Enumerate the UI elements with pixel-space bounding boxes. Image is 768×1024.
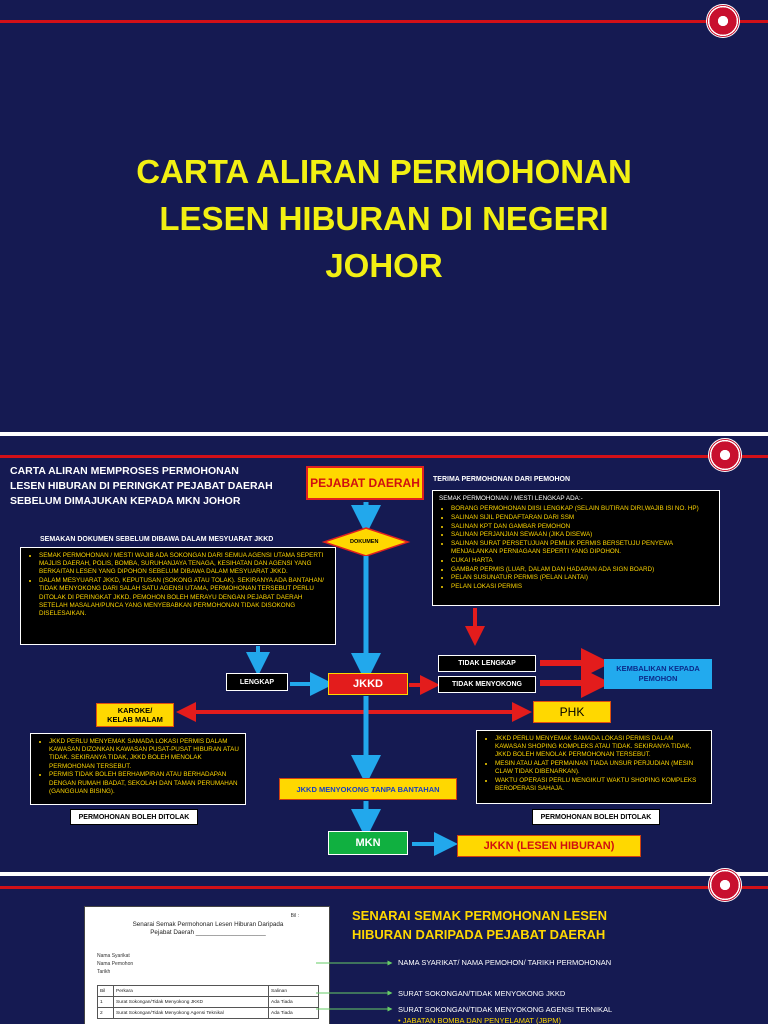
main-title: CARTA ALIRAN PERMOHONAN LESEN HIBURAN DI… [60, 148, 708, 289]
table-row: 1 Surat Sokongan/Tidak Menyokong JKKD Ad… [97, 996, 319, 1008]
table-row: 2 Surat Sokongan/Tidak Menyokong Agensi … [97, 1007, 319, 1019]
doc-table: Bil Perkara Salinan 1 Surat Sokongan/Tid… [97, 985, 319, 1019]
phk-node: PHK [533, 701, 611, 723]
karoke-line-1: KAROKE/ [117, 706, 153, 715]
list-item: JKKD PERLU MENYEMAK SAMADA LOKASI PERMIS… [495, 735, 705, 760]
heading-line-3: SEBELUM DIMAJUKAN KEPADA MKN JOHOR [10, 495, 241, 507]
list-item: GAMBAR PERMIS (LUAR, DALAM DAN HADAPAN A… [451, 566, 713, 574]
heading-line-1: CARTA ALIRAN MEMPROSES PERMOHONAN [10, 465, 239, 477]
doc-ada: Ada [271, 999, 280, 1005]
lengkap-node: LENGKAP [226, 673, 288, 691]
doc-field: Tarikh [97, 969, 111, 975]
phk-list: JKKD PERLU MENYEMAK SAMADA LOKASI PERMIS… [495, 735, 705, 793]
list-item: PERMIS TIDAK BOLEH BERHAMPIRAN ATAU BERH… [49, 771, 239, 796]
title-line-3: JOHOR [325, 247, 443, 284]
tidak-lengkap-node: TIDAK LENGKAP [438, 655, 536, 672]
list-item: DALAM MESYUARAT JKKD, KEPUTUSAN (SOKONG … [39, 577, 329, 618]
kembalikan-line-2: PEMOHON [638, 674, 678, 683]
johor-seal-icon [706, 4, 740, 38]
karoke-list: JKKD PERLU MENYEMAK SAMADA LOKASI PERMIS… [49, 738, 239, 796]
doc-title-line-2: Pejabat Daerah ____________________ [150, 929, 266, 936]
list-item: SALINAN SIJIL PENDAFTARAN DARI SSM [451, 514, 713, 522]
phk-box: JKKD PERLU MENYEMAK SAMADA LOKASI PERMIS… [476, 730, 712, 804]
doc-tiada: Tiada [280, 999, 293, 1005]
list-item: MESIN ATAU ALAT PERMAINAN TIADA UNSUR PE… [495, 760, 705, 776]
list-item: SALINAN PERJANJIAN SEWAAN (JIKA DISEWA) [451, 531, 713, 539]
ditolak-left-node: PERMOHONAN BOLEH DITOLAK [70, 809, 198, 825]
pejabat-daerah-node: PEJABAT DAERAH [306, 466, 424, 500]
list-item: JKKD PERLU MENYEMAK SAMADA LOKASI PERMIS… [49, 738, 239, 771]
semak-box: SEMAK PERMOHONAN / MESTI LENGKAP ADA:- B… [432, 490, 720, 606]
doc-field: Nama Syarikat [97, 953, 130, 959]
list-item: SALINAN SURAT PERSETUJUAN PEMILIK PERMIS… [451, 540, 713, 556]
list-item: WAKTU OPERASI PERLU MENGIKUT WAKTU SHOPI… [495, 777, 705, 793]
bullet-jbpm: • JABATAN BOMBA DAN PENYELAMAT (JBPM) [398, 1016, 561, 1024]
semakan-box: SEMAK PERMOHONAN / MESTI WAJIB ADA SOKON… [20, 547, 336, 645]
doc-tiada: Tiada [280, 1010, 293, 1016]
terima-label: TERIMA PERMOHONAN DARI PEMOHON [433, 476, 571, 483]
karoke-node: KAROKE/ KELAB MALAM [96, 703, 174, 727]
jkkn-node: JKKN (LESEN HIBURAN) [457, 835, 641, 857]
jkkd-node: JKKD [328, 673, 408, 695]
table-cell: Ada Tiada [268, 1007, 319, 1019]
kembalikan-line-1: KEMBALIKAN KEPADA [616, 664, 700, 673]
checklist-document: Bil : Senarai Semak Permohonan Lesen Hib… [84, 906, 330, 1024]
label-nama: NAMA SYARIKAT/ NAMA PEMOHON/ TARIKH PERM… [398, 958, 612, 967]
mkn-node: MKN [328, 831, 408, 855]
title-line-2: LESEN HIBURAN DI NEGERI [159, 200, 609, 237]
jkkd-menyokong-node: JKKD MENYOKONG TANPA BANTAHAN [279, 778, 457, 800]
ditolak-right-node: PERMOHONAN BOLEH DITOLAK [532, 809, 660, 825]
senarai-title-line-1: SENARAI SEMAK PERMOHONAN LESEN [352, 908, 607, 923]
flow-arrows [176, 502, 611, 856]
karoke-box: JKKD PERLU MENYEMAK SAMADA LOKASI PERMIS… [30, 733, 246, 805]
senarai-title: SENARAI SEMAK PERMOHONAN LESEN HIBURAN D… [352, 906, 652, 944]
kembalikan-node: KEMBALIKAN KEPADA PEMOHON [604, 659, 712, 689]
list-item: SALINAN KPT DAN GAMBAR PEMOHON [451, 523, 713, 531]
semakan-list: SEMAK PERMOHONAN / MESTI WAJIB ADA SOKON… [39, 552, 329, 618]
johor-seal-icon [708, 438, 742, 472]
johor-seal-icon [708, 868, 742, 902]
flow-red-line [0, 455, 768, 458]
list-item: SEMAK PERMOHONAN / MESTI WAJIB ADA SOKON… [39, 552, 329, 577]
list-item: BORANG PERMOHONAN DIISI LENGKAP (SELAIN … [451, 505, 713, 513]
label-jkkd: SURAT SOKONGAN/TIDAK MENYOKONG JKKD [398, 989, 566, 998]
doc-title: Senarai Semak Permohonan Lesen Hiburan D… [85, 921, 331, 937]
slide-title: CARTA ALIRAN PERMOHONAN LESEN HIBURAN DI… [0, 0, 768, 432]
label-agensi: SURAT SOKONGAN/TIDAK MENYOKONG AGENSI TE… [398, 1005, 613, 1014]
doc-title-line-1: Senarai Semak Permohonan Lesen Hiburan D… [132, 921, 284, 928]
pointer-arrows [316, 960, 393, 1012]
tidak-menyokong-node: TIDAK MENYOKONG [438, 676, 536, 693]
heading-line-2: LESEN HIBURAN DI PERINGKAT PEJABAT DAERA… [10, 480, 273, 492]
semak-title: SEMAK PERMOHONAN / MESTI LENGKAP ADA:- [439, 495, 583, 502]
senarai-title-line-2: HIBURAN DARIPADA PEJABAT DAERAH [352, 927, 606, 942]
list-item: PELAN SUSUNATUR PERMIS (PELAN LANTAI) [451, 574, 713, 582]
karoke-line-2: KELAB MALAM [107, 715, 163, 724]
list-item: CUKAI HARTA [451, 557, 713, 565]
semakan-label: SEMAKAN DOKUMEN SEBELUM DIBAWA DALAM MES… [40, 536, 274, 543]
top-red-line [0, 20, 768, 23]
list-item: PELAN LOKASI PERMIS [451, 583, 713, 591]
doc-ada: Ada [271, 1010, 280, 1016]
flowchart-heading: CARTA ALIRAN MEMPROSES PERMOHONAN LESEN … [10, 464, 280, 509]
doc-field: Nama Pemohon [97, 961, 134, 967]
semak-list: BORANG PERMOHONAN DIISI LENGKAP (SELAIN … [451, 505, 713, 591]
title-line-1: CARTA ALIRAN PERMOHONAN [136, 153, 632, 190]
bullet-jbpm-text: JABATAN BOMBA DAN PENYELAMAT (JBPM) [402, 1016, 561, 1024]
dokumen-label: DOKUMEN [350, 539, 379, 545]
senarai-red-line [0, 886, 768, 889]
